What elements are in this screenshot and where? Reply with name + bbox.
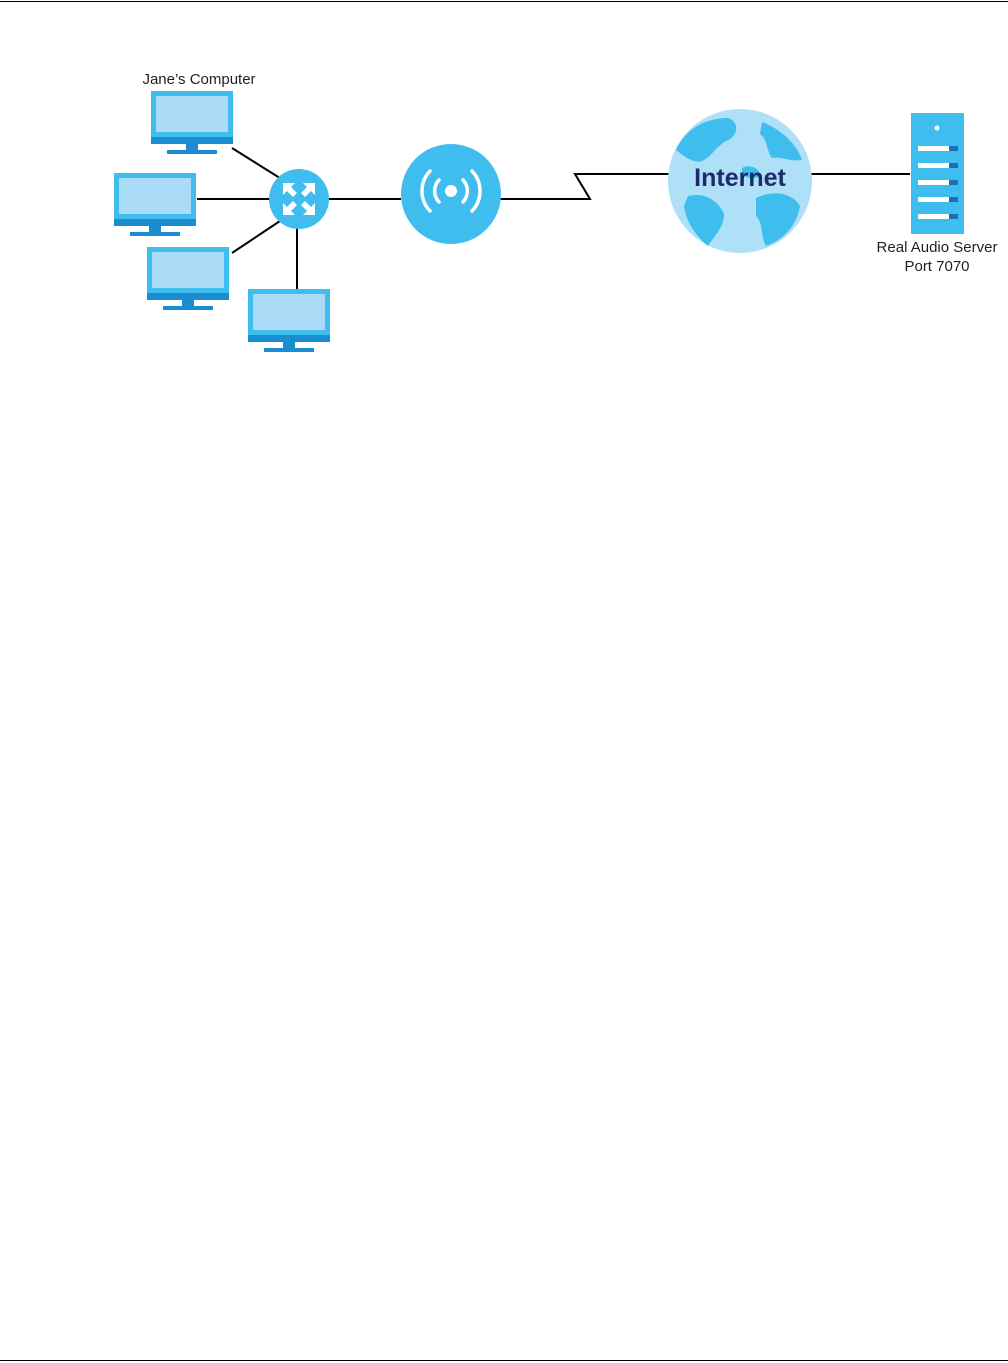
bottom-rule: [0, 1360, 1008, 1361]
computer-icon: [248, 289, 330, 352]
switch[interactable]: [269, 169, 329, 229]
computer-2[interactable]: [114, 173, 196, 236]
wireless-device[interactable]: [401, 144, 501, 244]
computer-icon: [151, 91, 233, 154]
computer-4[interactable]: [248, 289, 330, 352]
real-audio-server[interactable]: Real Audio Server Port 7070: [877, 113, 998, 275]
server-icon: [911, 113, 964, 234]
link-computer-3-switch: [232, 221, 280, 253]
link-janes-computer-switch: [232, 148, 283, 180]
wireless-icon: [401, 144, 501, 244]
computer-icon: [147, 247, 229, 310]
link-wireless-internet: [500, 174, 670, 199]
server-label-line2: Port 7070: [904, 258, 969, 275]
internet[interactable]: Internet: [668, 109, 812, 253]
server-label-line1: Real Audio Server: [877, 239, 998, 256]
janes-computer[interactable]: Jane’s Computer: [142, 71, 255, 154]
janes-computer-label: Jane’s Computer: [142, 71, 255, 88]
switch-icon: [269, 169, 329, 229]
computer-icon: [114, 173, 196, 236]
computer-3[interactable]: [147, 247, 229, 310]
internet-label: Internet: [694, 164, 786, 192]
